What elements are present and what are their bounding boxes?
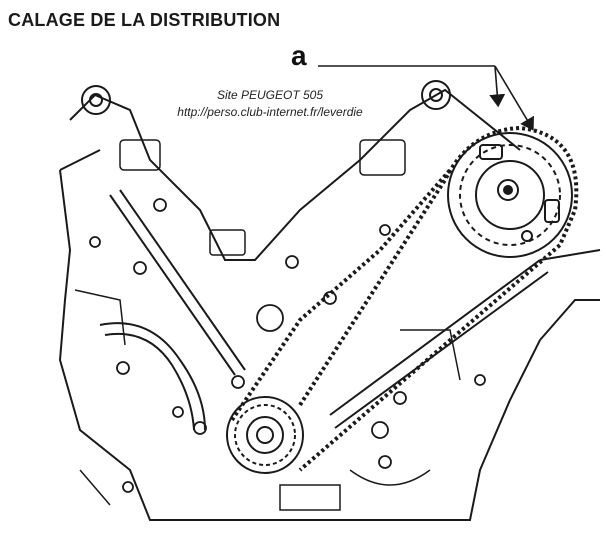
casting-details [74,139,461,511]
lifting-eye-left [81,85,111,115]
lifting-eye-right [421,80,451,110]
timing-chain [230,125,579,472]
chain-guide-left [99,322,206,431]
site-credit-name: Site PEUGEOT 505 [216,88,324,102]
site-credit-url: http://perso.club-internet.fr/leverdie [177,105,363,119]
engine-block-outline [58,88,601,521]
crankshaft-sprocket [226,396,304,474]
bolt-holes [89,198,486,493]
callout-label-a: a [291,40,307,71]
camshaft-sprocket [447,132,573,258]
callout-leader [318,65,534,131]
chain-guide-rails [109,189,549,429]
diagram-title: CALAGE DE LA DISTRIBUTION [8,10,281,30]
